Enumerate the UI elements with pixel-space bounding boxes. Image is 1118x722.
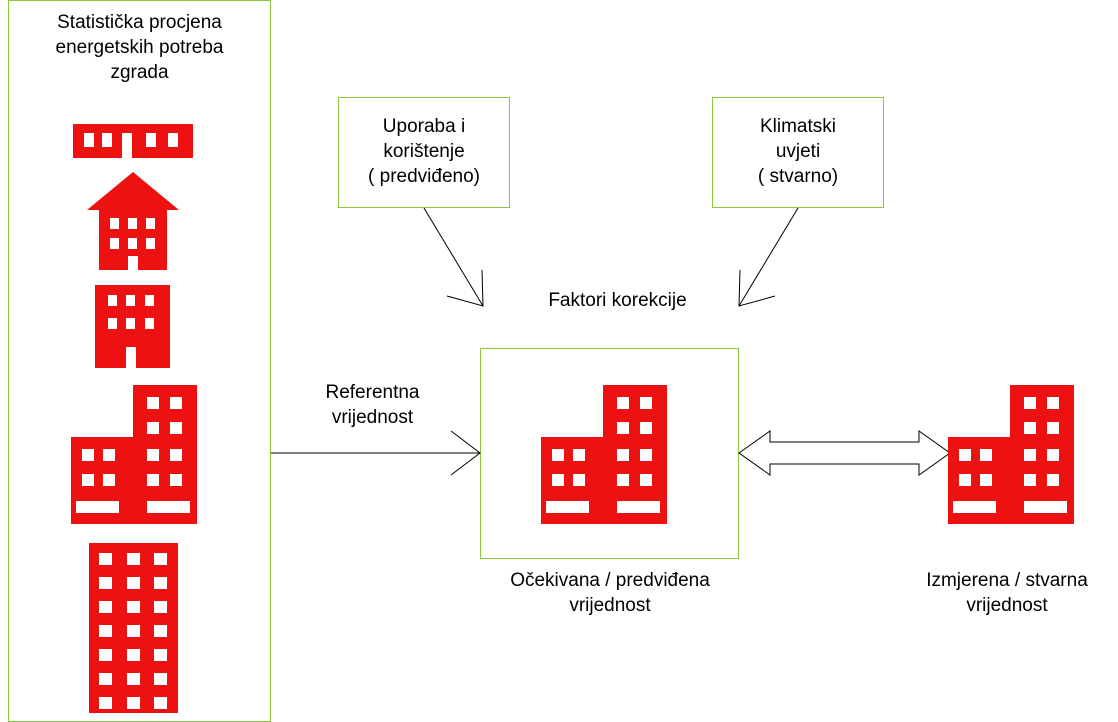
correction-factors-label: Faktori korekcije (548, 290, 687, 311)
usage-to-correction-line (423, 207, 484, 307)
reference-value-arrowhead (450, 430, 481, 476)
reference-label-line-1: Referentna (325, 382, 420, 403)
usage-label-line-1: Uporaba i (382, 116, 466, 137)
reference-value-label: Referentna vrijednost (305, 380, 440, 430)
usage-label-line-2: korištenje (383, 141, 465, 162)
statistical-estimate-title: Statistička procjena energetskih potreba… (8, 10, 271, 85)
connector-lines (271, 207, 951, 476)
expected-value-label: Očekivana / predviđena vrijednost (470, 568, 750, 618)
measured-value-label: Izmjerena / stvarna vrijednost (896, 568, 1118, 618)
measured-label-line-2: vrijednost (966, 595, 1048, 616)
climate-label-line-1: Klimatski (759, 116, 836, 137)
measured-building-icon (948, 385, 1074, 524)
statistical-title-line-3: zgrada (110, 62, 169, 83)
measured-label-line-1: Izmjerena / stvarna (926, 570, 1088, 591)
tower-building-icon (89, 543, 178, 713)
statistical-title-line-2: energetskih potreba (55, 37, 224, 58)
usage-to-correction-arrowhead (446, 269, 484, 307)
small-building-icon (95, 285, 170, 368)
reference-label-line-2: vrijednost (331, 407, 414, 428)
climate-to-correction-line (738, 207, 799, 307)
house-building-icon (87, 172, 179, 270)
climate-box-label: Klimatski uvjeti ( stvarno) (712, 114, 884, 189)
usage-box-label: Uporaba i korištenje ( predviđeno) (338, 114, 510, 189)
climate-box (712, 97, 884, 208)
expected-label-line-1: Očekivana / predviđena (510, 570, 710, 591)
expected-label-line-2: vrijednost (569, 595, 651, 616)
usage-label-line-3: ( predviđeno) (368, 166, 480, 187)
statistical-title-line-1: Statistička procjena (57, 12, 222, 33)
low-rise-building-icon (73, 124, 193, 158)
double-arrow-icon (738, 430, 951, 476)
stepped-building-icon (71, 385, 197, 524)
climate-to-correction-arrowhead (738, 269, 776, 307)
expected-building-icon (541, 385, 667, 524)
climate-label-line-2: uvjeti (775, 141, 821, 162)
usage-box (338, 97, 510, 208)
climate-label-line-3: ( stvarno) (757, 166, 839, 187)
